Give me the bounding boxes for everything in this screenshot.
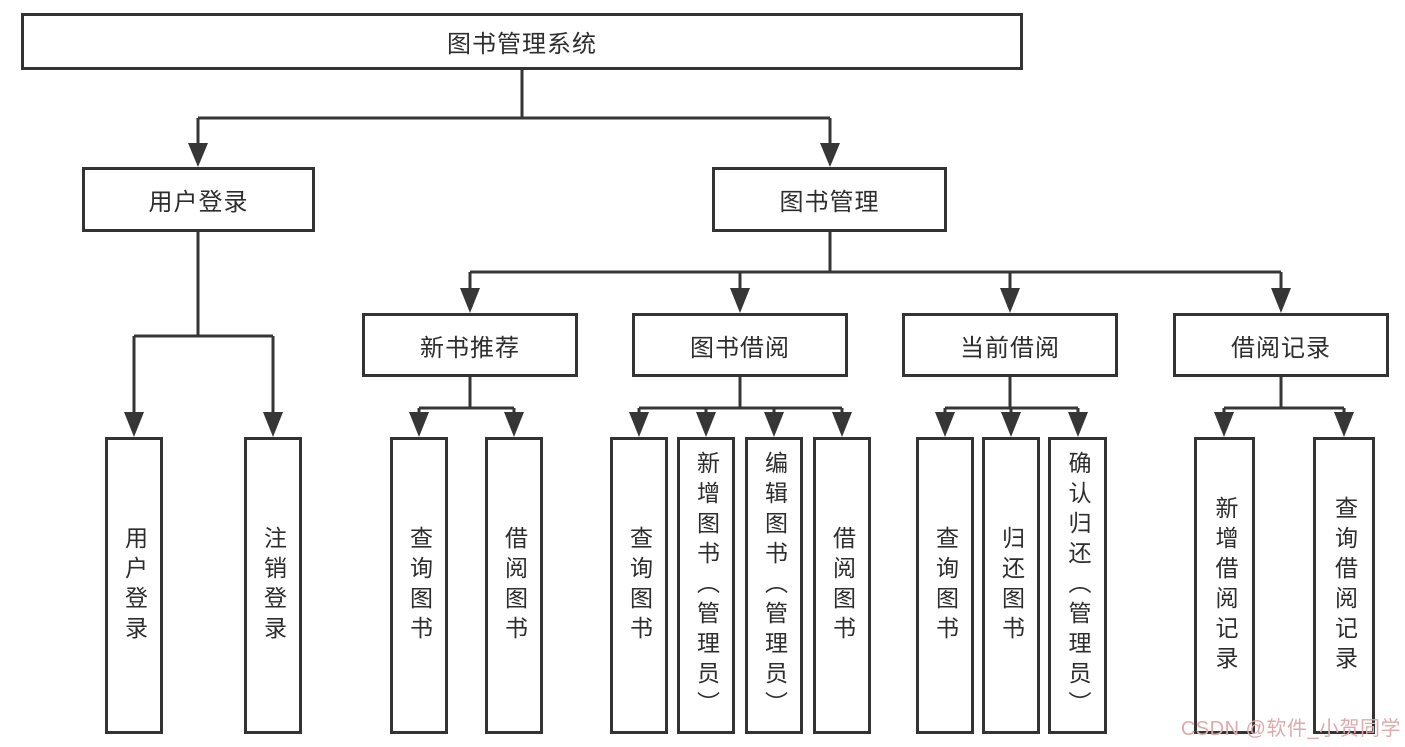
leaf-borrow-books-recommend: 借阅图书 bbox=[485, 437, 543, 734]
leaf-confirm-return-admin: 确认归还（管理员） bbox=[1048, 437, 1107, 734]
leaf-add-books-admin: 新增图书（管理员） bbox=[677, 437, 735, 734]
leaf-add-borrow-record: 新增借阅记录 bbox=[1194, 437, 1255, 734]
leaf-query-books-current: 查询图书 bbox=[916, 437, 974, 734]
branch-current-borrow bbox=[935, 377, 1088, 437]
arrow-down-icon bbox=[409, 412, 429, 437]
arrow-down-icon bbox=[1001, 412, 1021, 437]
branch-root bbox=[188, 70, 840, 167]
arrow-down-icon bbox=[124, 412, 144, 437]
node-book-borrow: 图书借阅 bbox=[632, 313, 848, 377]
node-book-management: 图书管理 bbox=[712, 167, 947, 232]
branch-borrow-records bbox=[1214, 377, 1354, 437]
arrow-down-icon bbox=[1068, 412, 1088, 437]
arrow-down-icon bbox=[696, 412, 716, 437]
arrow-down-icon bbox=[504, 412, 524, 437]
arrow-down-icon bbox=[1271, 288, 1291, 313]
arrow-down-icon bbox=[1334, 412, 1354, 437]
node-new-book-recommend: 新书推荐 bbox=[362, 313, 578, 377]
leaf-user-login: 用户登录 bbox=[105, 437, 163, 734]
node-current-borrow: 当前借阅 bbox=[902, 313, 1118, 377]
arrow-down-icon bbox=[935, 412, 955, 437]
leaf-query-books-recommend: 查询图书 bbox=[390, 437, 448, 734]
branch-new-book-recommend bbox=[409, 377, 524, 437]
arrow-down-icon bbox=[188, 143, 208, 167]
node-borrow-records: 借阅记录 bbox=[1173, 313, 1389, 377]
arrow-down-icon bbox=[820, 143, 840, 167]
arrow-down-icon bbox=[832, 412, 852, 437]
leaf-query-borrow-record: 查询借阅记录 bbox=[1313, 437, 1375, 734]
node-user-login: 用户登录 bbox=[82, 167, 315, 232]
arrow-down-icon bbox=[263, 412, 283, 437]
leaf-logout: 注销登录 bbox=[244, 437, 302, 734]
branch-book-borrow bbox=[629, 377, 852, 437]
arrow-down-icon bbox=[1214, 412, 1234, 437]
arrow-down-icon bbox=[460, 288, 480, 313]
leaf-return-books: 归还图书 bbox=[982, 437, 1040, 734]
arrow-down-icon bbox=[730, 288, 750, 313]
node-root-system: 图书管理系统 bbox=[21, 13, 1023, 70]
leaf-query-books-borrow: 查询图书 bbox=[610, 437, 668, 734]
arrow-down-icon bbox=[629, 412, 649, 437]
leaf-edit-books-admin: 编辑图书（管理员） bbox=[745, 437, 803, 734]
leaf-borrow-books: 借阅图书 bbox=[813, 437, 871, 734]
branch-user-login bbox=[124, 232, 283, 437]
branch-book-management bbox=[460, 232, 1291, 313]
watermark: CSDN @软件_小贺同学 bbox=[1180, 718, 1401, 740]
arrow-down-icon bbox=[1000, 288, 1020, 313]
arrow-down-icon bbox=[764, 412, 784, 437]
